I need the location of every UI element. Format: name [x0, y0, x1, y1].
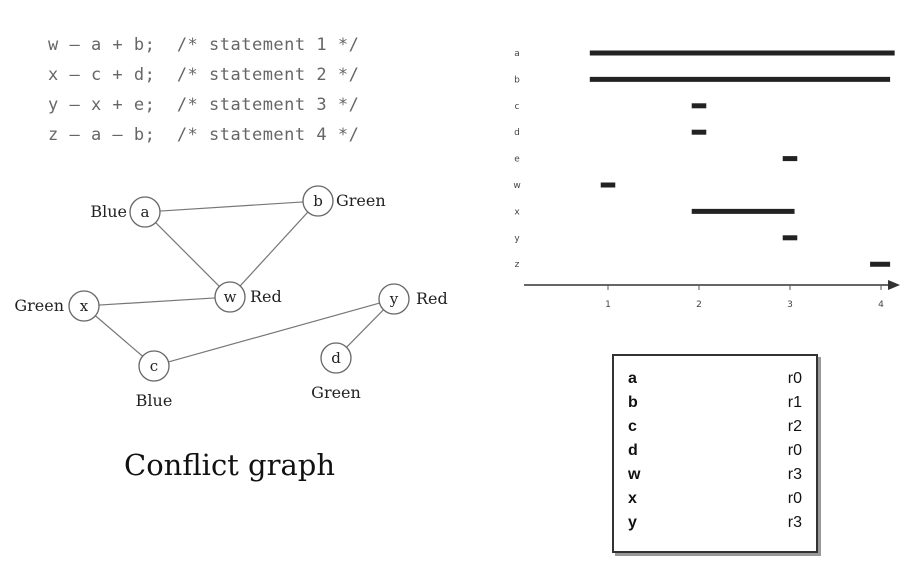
variable-name: w — [628, 466, 641, 483]
variable-name: y — [628, 514, 637, 531]
live-range-chart-svg: 1 2 3 4 a b c d e w x y z — [513, 49, 900, 310]
row-label-d: d — [514, 128, 520, 138]
node-color-label: Blue — [136, 391, 173, 410]
graph-node-b: b Green — [302, 185, 386, 217]
row-label-a: a — [514, 49, 520, 59]
graph-caption: Conflict graph — [124, 448, 336, 482]
table-row: w r3 — [628, 466, 804, 488]
node-color-label: Green — [336, 191, 386, 210]
node-circle — [302, 185, 334, 217]
x-tick-label: 2 — [696, 300, 702, 310]
node-circle — [129, 196, 161, 228]
node-label: x — [80, 297, 89, 315]
node-label: c — [150, 357, 158, 375]
table-row: c r2 — [628, 418, 804, 440]
register-name: r0 — [787, 442, 802, 459]
x-tick-label: 4 — [878, 300, 884, 310]
node-label: w — [224, 288, 237, 306]
graph-edge — [239, 211, 309, 287]
code-listing: w – a + b; /* statement 1 */ x – c + d; … — [48, 30, 359, 150]
register-name: r0 — [787, 490, 802, 507]
graph-node-y: y Red — [378, 283, 448, 315]
variable-name: b — [628, 394, 638, 411]
x-tick-label: 1 — [605, 300, 611, 310]
register-allocation-table: a r0 b r1 c r2 d r0 w r3 x r0 y r3 — [612, 354, 818, 553]
variable-name: a — [628, 370, 637, 387]
row-label-z: z — [515, 260, 520, 270]
graph-node-w: w Red — [214, 281, 282, 313]
variable-name: d — [628, 442, 638, 459]
graph-edge — [346, 309, 384, 348]
row-label-y: y — [514, 234, 520, 244]
graph-edge — [168, 302, 380, 363]
row-label-x: x — [514, 207, 520, 217]
register-name: r3 — [787, 466, 802, 483]
row-label-w: w — [513, 181, 520, 191]
chart-bars — [589, 50, 895, 267]
register-name: r1 — [787, 394, 802, 411]
node-label: b — [313, 192, 323, 210]
graph-edge — [155, 222, 220, 287]
code-line: w – a + b; /* statement 1 */ — [48, 35, 360, 55]
table-row: x r0 — [628, 490, 804, 512]
graph-edge — [94, 315, 144, 357]
graph-node-x: x Green — [14, 290, 100, 322]
table-row: b r1 — [628, 394, 804, 416]
node-color-label: Red — [416, 289, 448, 308]
node-label: y — [389, 290, 399, 308]
node-circle — [320, 342, 352, 374]
table-row: a r0 — [628, 370, 804, 392]
graph-node-a: a Blue — [90, 196, 161, 228]
x-tick-label: 3 — [787, 300, 793, 310]
graph-edge — [159, 201, 304, 212]
variable-name: x — [628, 490, 637, 507]
node-color-label: Green — [311, 383, 361, 402]
row-label-b: b — [514, 75, 520, 85]
node-circle — [68, 290, 100, 322]
node-label: a — [141, 203, 150, 221]
code-line: y – x + e; /* statement 3 */ — [48, 95, 360, 115]
live-range-chart: 1 2 3 4 a b c d e w x y z — [500, 30, 910, 334]
node-circle — [214, 281, 246, 313]
register-name: r2 — [787, 418, 802, 435]
row-label-c: c — [515, 102, 520, 112]
code-line: x – c + d; /* statement 2 */ — [48, 65, 360, 85]
node-circle — [378, 283, 410, 315]
node-color-label: Red — [250, 287, 282, 306]
node-circle — [138, 350, 170, 382]
graph-edge — [98, 297, 216, 306]
code-line: z – a – b; /* statement 4 */ — [48, 125, 360, 145]
chart-labels: 1 2 3 4 a b c d e w x y z — [513, 49, 884, 310]
variable-name: c — [628, 418, 637, 435]
x-axis-arrow — [888, 280, 900, 290]
register-name: r3 — [787, 514, 802, 531]
node-color-label: Blue — [90, 202, 127, 221]
register-name: r0 — [787, 370, 802, 387]
graph-edges — [94, 201, 384, 363]
row-label-e: e — [514, 155, 520, 165]
chart-axes — [524, 280, 900, 290]
node-label: d — [331, 349, 341, 367]
node-color-label: Green — [14, 296, 64, 315]
table-row: y r3 — [628, 514, 804, 536]
table-row: d r0 — [628, 442, 804, 464]
